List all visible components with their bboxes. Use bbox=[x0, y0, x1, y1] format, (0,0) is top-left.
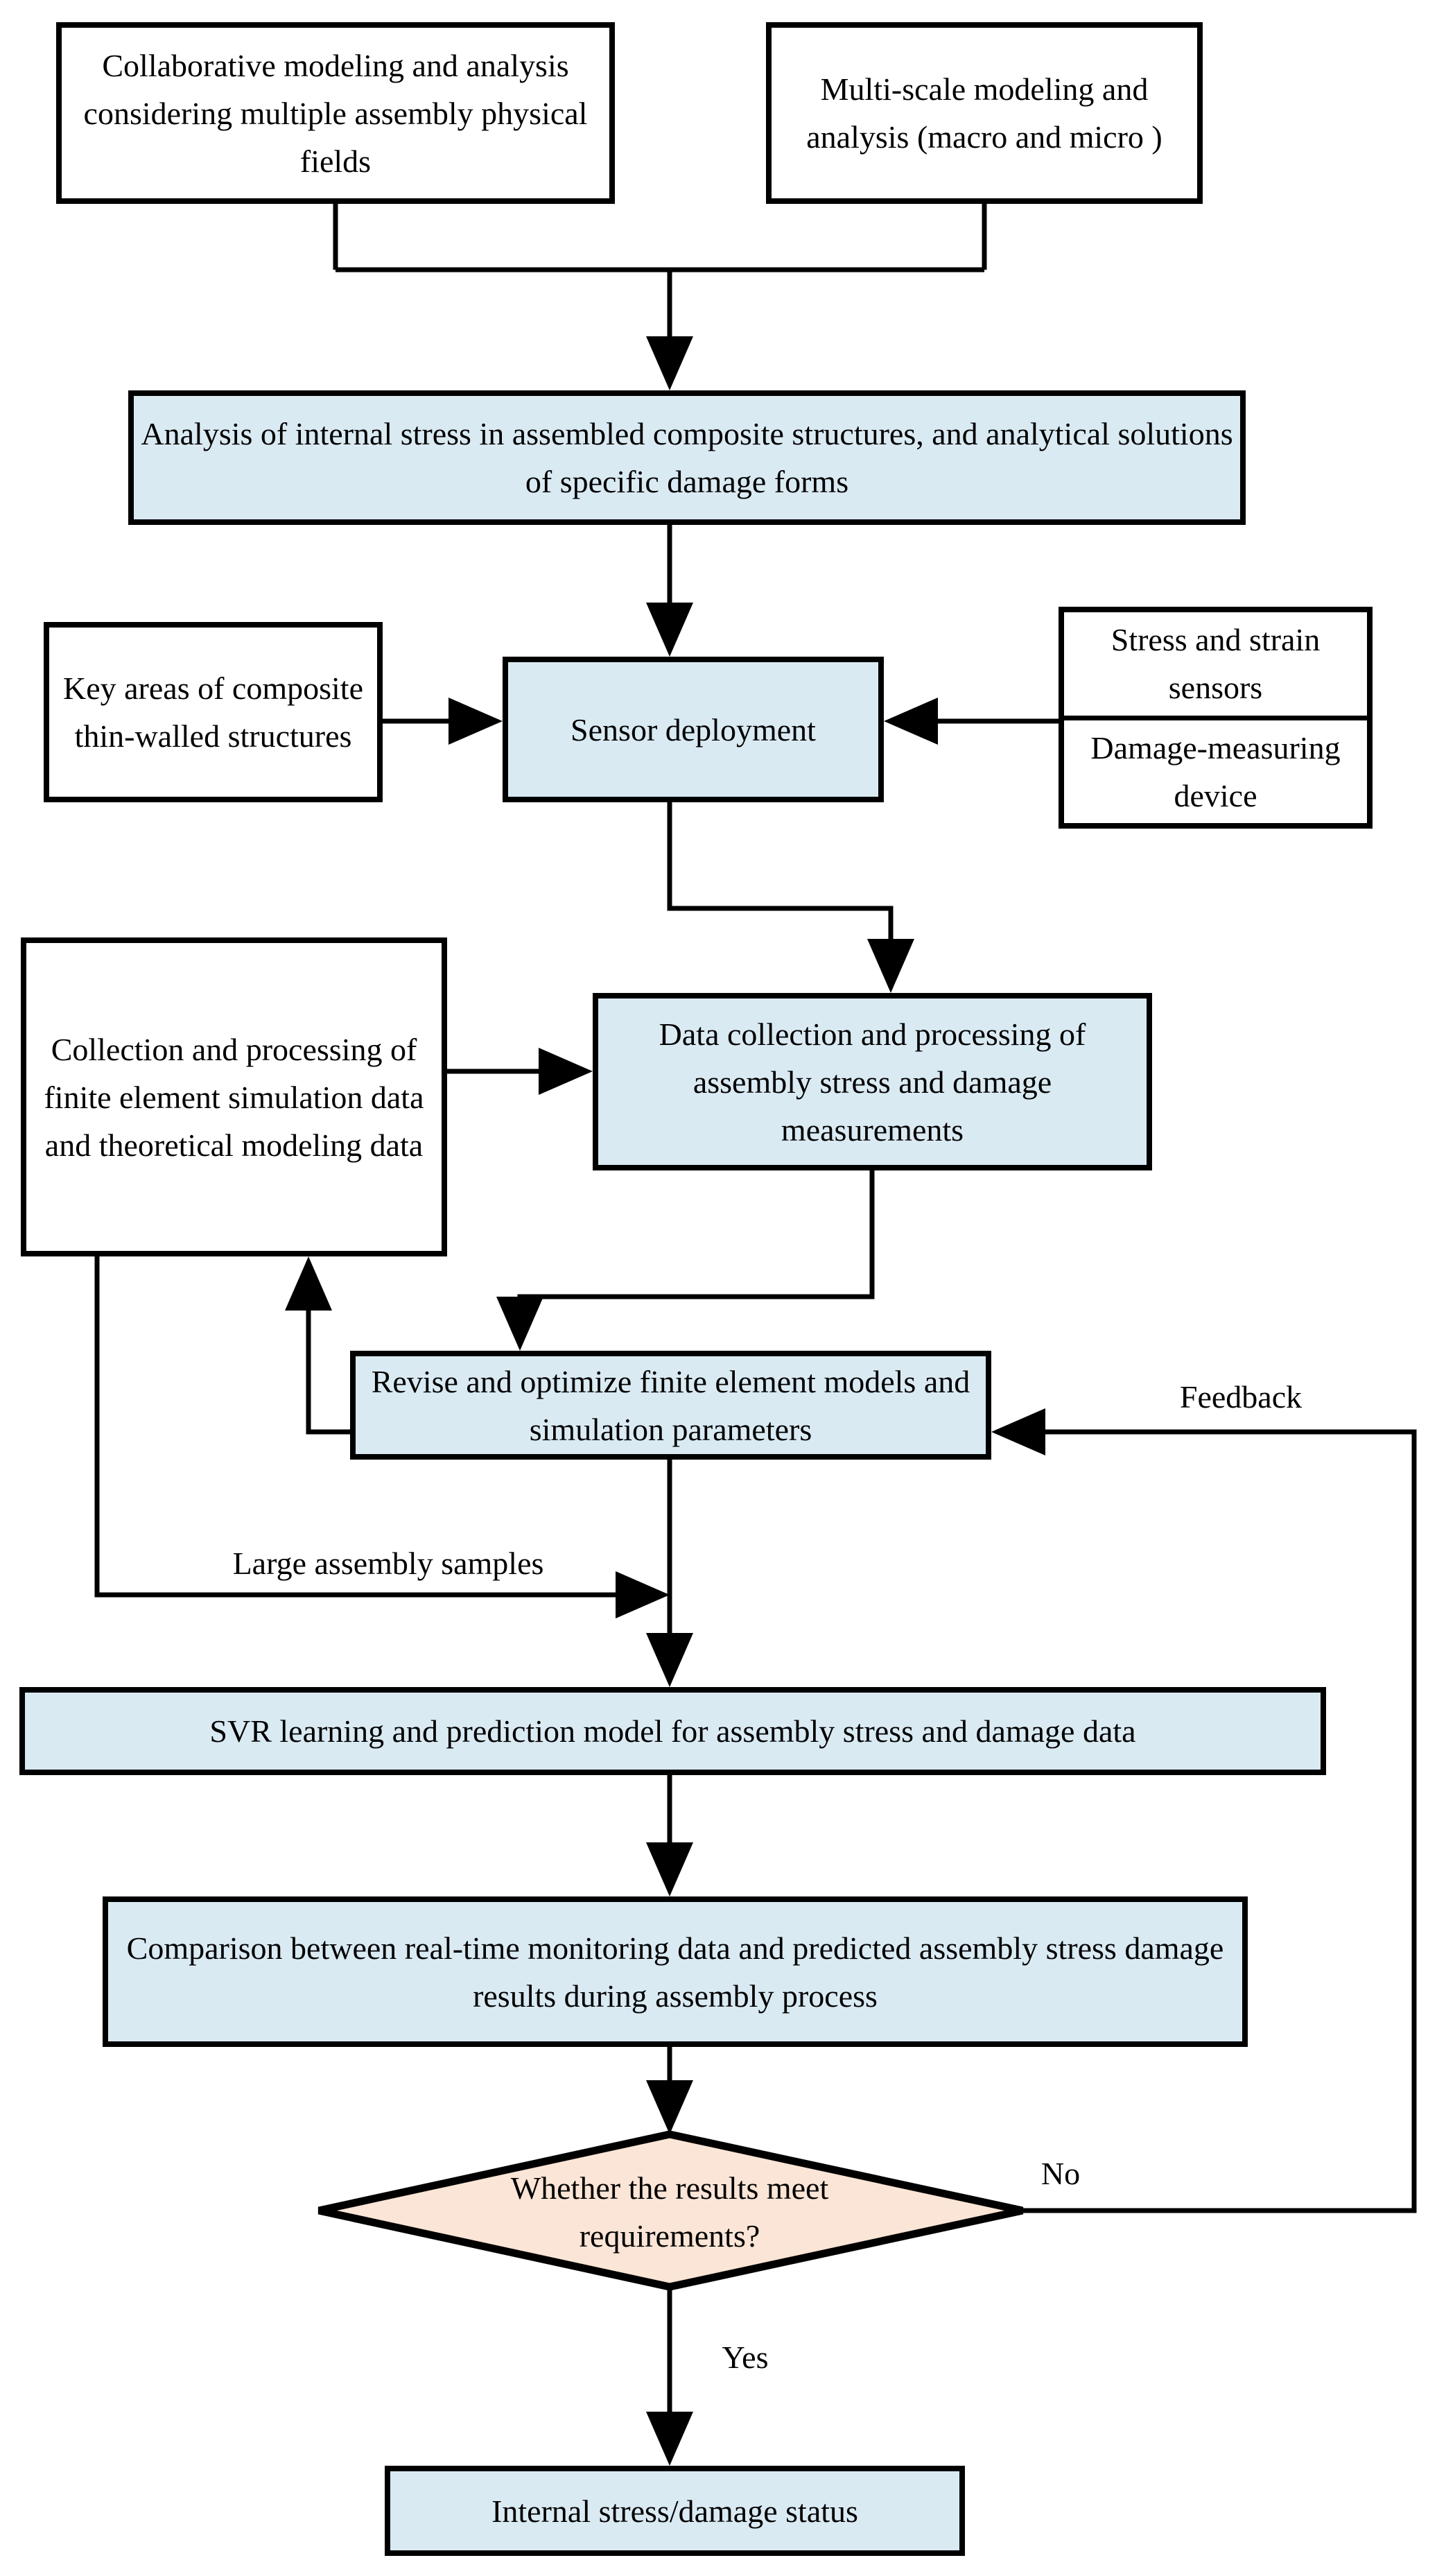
connector-revise-to-fecollection bbox=[306, 1305, 350, 1435]
node-sensor-devices: Stress and strain sensors Damage-measuri… bbox=[1059, 607, 1373, 829]
decision-diamond bbox=[317, 2130, 1024, 2291]
node-revise-optimize: Revise and optimize finite element model… bbox=[350, 1351, 991, 1460]
node-fe-data-collection: Collection and processing of finite elem… bbox=[21, 937, 447, 1256]
arrowhead-into-decision bbox=[646, 2080, 693, 2134]
label-large-assembly-samples: Large assembly samples bbox=[232, 1546, 544, 1581]
arrowhead-into-comparison bbox=[646, 1842, 693, 1896]
node-internal-stress-analysis: Analysis of internal stress in assembled… bbox=[128, 390, 1246, 525]
arrowhead-into-svr bbox=[646, 1633, 693, 1687]
node-measurement-data-collection: Data collection and processing of assemb… bbox=[593, 993, 1152, 1170]
decision-question: Whether the results meet requirements? bbox=[510, 2170, 829, 2254]
node-multiscale-modeling: Multi-scale modeling and analysis (macro… bbox=[766, 22, 1203, 204]
arrowhead-into-datacollection-top bbox=[867, 939, 914, 993]
node-stress-strain-sensors: Stress and strain sensors bbox=[1111, 622, 1321, 706]
arrowhead-into-sensor-top bbox=[646, 603, 693, 657]
connector-sensor-to-datacollection bbox=[667, 802, 894, 944]
arrowhead-feedback-into-revise bbox=[991, 1408, 1045, 1455]
arrowhead-into-analysis bbox=[646, 336, 693, 390]
connector-feedback-loop bbox=[1022, 1429, 1417, 2213]
arrowhead-into-fecollection-bottom bbox=[285, 1256, 332, 1311]
label-no: No bbox=[1040, 2156, 1081, 2191]
node-final-status: Internal stress/damage status bbox=[385, 2466, 965, 2556]
label-yes: Yes bbox=[722, 2340, 769, 2375]
node-comparison: Comparison between real-time monitoring … bbox=[103, 1896, 1248, 2047]
node-key-areas: Key areas of composite thin-walled struc… bbox=[44, 622, 383, 802]
connector-large-samples bbox=[94, 1255, 621, 1598]
arrowhead-into-datacollection-left bbox=[539, 1048, 593, 1095]
node-collaborative-modeling: Collaborative modeling and analysis cons… bbox=[56, 22, 615, 204]
node-damage-measuring-device: Damage-measuring device bbox=[1064, 715, 1367, 824]
connector-collab-merge bbox=[333, 204, 987, 343]
label-feedback: Feedback bbox=[1179, 1379, 1303, 1415]
arrowhead-into-sensor-right bbox=[884, 698, 938, 745]
node-svr-model: SVR learning and prediction model for as… bbox=[19, 1687, 1326, 1775]
arrowhead-into-final bbox=[646, 2412, 693, 2466]
arrowhead-into-sensor-left bbox=[448, 698, 503, 745]
connector-datacollection-to-revise bbox=[517, 1170, 875, 1302]
arrowhead-into-revise-top bbox=[496, 1297, 543, 1351]
node-sensor-deployment: Sensor deployment bbox=[503, 657, 884, 802]
arrowhead-large-samples bbox=[616, 1571, 670, 1618]
